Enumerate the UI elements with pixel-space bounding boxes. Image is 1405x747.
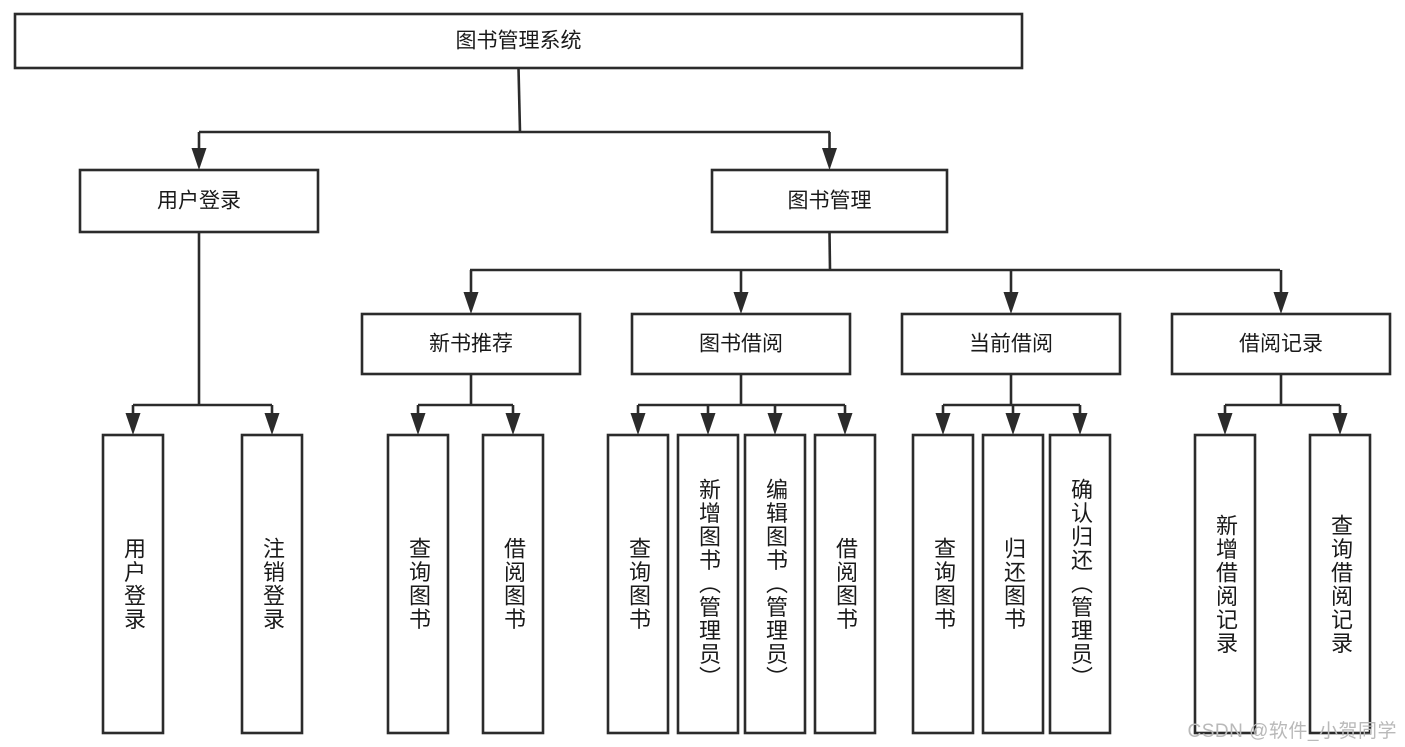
level3-node-1-label: 图书借阅: [699, 333, 783, 356]
arrow-down-icon: [837, 413, 853, 435]
arrow-down-icon: [191, 148, 207, 170]
connectors-layer: [125, 67, 1348, 435]
leaf-node-0-box[interactable]: [101, 433, 165, 735]
leaf-node-9-box[interactable]: [981, 433, 1045, 735]
leaf-node-4-box[interactable]: [606, 433, 670, 735]
arrow-down-icon: [1005, 413, 1021, 435]
level2-node-0-box[interactable]: [78, 168, 320, 234]
level3-node-0-box[interactable]: [360, 312, 582, 376]
leaf-node-6-box[interactable]: [743, 433, 807, 735]
arrow-down-icon: [700, 413, 716, 435]
arrow-down-icon: [1273, 292, 1289, 314]
leaf-node-12-box[interactable]: [1308, 433, 1372, 735]
leaf-node-11-box[interactable]: [1193, 433, 1257, 735]
leaf-node-5-box[interactable]: [676, 433, 740, 735]
arrow-down-icon: [125, 413, 141, 435]
arrow-down-icon: [1217, 413, 1233, 435]
leaf-node-2-box[interactable]: [386, 433, 450, 735]
book-mgmt-stem: [828, 231, 832, 271]
arrow-down-icon: [1003, 292, 1019, 314]
arrow-down-icon: [767, 413, 783, 435]
arrow-down-icon: [733, 292, 749, 314]
arrow-down-icon: [264, 413, 280, 435]
level3-node-3-box[interactable]: [1170, 312, 1392, 376]
leaf-node-8-box[interactable]: [911, 433, 975, 735]
root-node-label: 图书管理系统: [456, 30, 582, 53]
arrow-down-icon: [1072, 413, 1088, 435]
boxes-layer: [13, 12, 1392, 735]
arrow-down-icon: [410, 413, 426, 435]
level2-node-0-label: 用户登录: [157, 190, 241, 213]
level3-node-3-label: 借阅记录: [1239, 333, 1323, 356]
watermark-text: CSDN @软件_小贺同学: [1187, 721, 1397, 742]
root-stem: [517, 67, 522, 133]
level3-node-2-label: 当前借阅: [969, 333, 1053, 356]
level2-node-1-box[interactable]: [710, 168, 949, 234]
level3-node-1-box[interactable]: [630, 312, 852, 376]
arrow-down-icon: [1332, 413, 1348, 435]
leaf-node-10-box[interactable]: [1048, 433, 1112, 735]
leaf-node-3-box[interactable]: [481, 433, 545, 735]
root-node-box[interactable]: [13, 12, 1024, 70]
level2-node-1-label: 图书管理: [788, 190, 872, 213]
leaf-node-7-box[interactable]: [813, 433, 877, 735]
arrow-down-icon: [935, 413, 951, 435]
leaf-node-1-box[interactable]: [240, 433, 304, 735]
arrow-down-icon: [505, 413, 521, 435]
level3-node-0-label: 新书推荐: [429, 333, 513, 356]
arrow-down-icon: [463, 292, 479, 314]
arrow-down-icon: [822, 148, 837, 170]
level3-node-2-box[interactable]: [900, 312, 1122, 376]
arrow-down-icon: [630, 413, 646, 435]
